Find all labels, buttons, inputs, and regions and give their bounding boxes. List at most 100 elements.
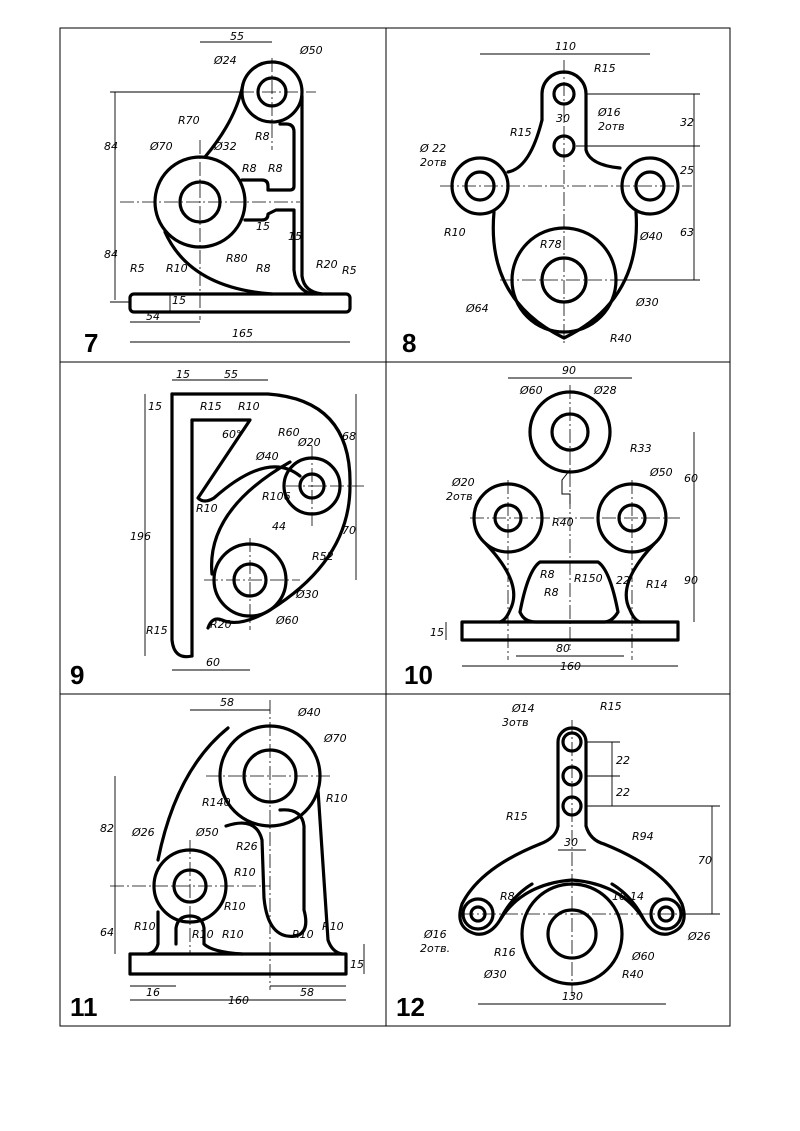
figure-12: Ø14 3отв R15 22 22 R15 30 R94 70 R8 10 1… (396, 700, 720, 1022)
dim-label: Ø40 (255, 450, 279, 463)
dim-label: R10 (222, 928, 244, 941)
dim-label: R10 (166, 262, 188, 275)
dim-label: 165 (232, 327, 253, 340)
dim-label: 84 (104, 140, 118, 153)
figure-9: 15 55 15 R15 R10 60° R60 68 Ø20 Ø40 R106… (70, 368, 364, 690)
figure-12-geometry (458, 720, 720, 1005)
dim-label: 68 (342, 430, 356, 443)
dim-label: R15 (146, 624, 168, 637)
figure-10: 90 Ø60 Ø28 R33 60 Ø50 Ø20 2отв R40 R8 R1… (404, 364, 698, 690)
dim-label: R150 (574, 572, 603, 585)
dim-label: R94 (632, 830, 654, 843)
dim-label: R10 (134, 920, 156, 933)
cell-9-frame (59, 361, 387, 695)
dim-label: R10 (196, 502, 218, 515)
figure-10-dims: 90 Ø60 Ø28 R33 60 Ø50 Ø20 2отв R40 R8 R1… (430, 364, 698, 673)
figure-11-number: 11 (70, 992, 98, 1022)
dim-label: 64 (100, 926, 114, 939)
dim-label: 15 (172, 294, 186, 307)
dim-label: R40 (552, 516, 574, 529)
figure-8-number: 8 (402, 328, 416, 358)
dim-label: 84 (104, 248, 118, 261)
dim-label: 10 (612, 890, 626, 903)
dim-label: Ø30 (483, 968, 507, 981)
dim-label: Ø16 (597, 106, 621, 119)
dim-label: Ø26 (131, 826, 155, 839)
dim-label: 54 (146, 310, 160, 323)
dim-label: 22 (616, 574, 630, 587)
figure-9-number: 9 (70, 660, 84, 690)
dim-label: Ø60 (275, 614, 299, 627)
dim-label: 196 (130, 530, 151, 543)
dim-label: R16 (494, 946, 516, 959)
dim-label: R10 (192, 928, 214, 941)
dim-label: 15 (350, 958, 364, 971)
dim-label: R78 (540, 238, 562, 251)
dim-label: 110 (555, 40, 576, 53)
dim-label: 15 (430, 626, 444, 639)
figure-8-geometry (440, 53, 700, 344)
dim-label: R8 (268, 162, 283, 175)
dim-label: 14 (630, 890, 644, 903)
dim-label: R140 (202, 796, 231, 809)
dim-label: 63 (680, 226, 694, 239)
dim-label: 44 (272, 520, 286, 533)
dim-label: 15 (288, 230, 302, 243)
figure-7-dims: 55 Ø50 Ø24 R70 R8 Ø70 Ø32 R8 R8 84 84 15… (104, 30, 357, 340)
dim-label: 160 (560, 660, 581, 673)
dim-label: 2отв (420, 156, 447, 169)
dim-label: 3отв (502, 716, 529, 729)
dim-label: R60 (278, 426, 300, 439)
dim-label: 22 (616, 786, 630, 799)
dim-label: R33 (630, 442, 652, 455)
dim-label: R10 (444, 226, 466, 239)
dim-label: Ø30 (635, 296, 659, 309)
figure-11: 58 Ø40 Ø70 R10 R140 82 Ø26 Ø50 R26 R10 R… (70, 696, 365, 1022)
dim-label: Ø16 (423, 928, 447, 941)
dim-label: 55 (230, 30, 244, 43)
dim-label: Ø50 (649, 466, 673, 479)
dim-label: Ø64 (465, 302, 489, 315)
dim-label: Ø14 (511, 702, 535, 715)
dim-label: R20 (316, 258, 338, 271)
figure-12-number: 12 (396, 992, 425, 1022)
dim-label: 60 (684, 472, 698, 485)
figure-7-number: 7 (84, 328, 98, 358)
dim-label: R15 (200, 400, 222, 413)
figure-8-dims: 110 R15 Ø16 2отв 30 32 R15 Ø 22 2отв 25 … (419, 40, 694, 345)
dim-label: R106 (262, 490, 291, 503)
figure-11-geometry (110, 700, 365, 1001)
figure-8: 110 R15 Ø16 2отв 30 32 R15 Ø 22 2отв 25 … (402, 40, 700, 358)
dim-label: R20 (210, 618, 232, 631)
cell-8-frame (385, 27, 731, 363)
dim-label: 25 (680, 164, 694, 177)
dim-label: R80 (226, 252, 248, 265)
figure-9-dims: 15 55 15 R15 R10 60° R60 68 Ø20 Ø40 R106… (130, 368, 356, 669)
figure-9-geometry (144, 379, 364, 671)
dim-label: R52 (312, 550, 334, 563)
dim-label: 60° (222, 428, 242, 441)
dim-label: R10 (224, 900, 246, 913)
figure-7: 55 Ø50 Ø24 R70 R8 Ø70 Ø32 R8 R8 84 84 15… (84, 30, 357, 358)
dim-label: R40 (610, 332, 632, 345)
dim-label: Ø60 (631, 950, 655, 963)
dim-label: R15 (600, 700, 622, 713)
dim-label: R10 (326, 792, 348, 805)
dim-label: 160 (228, 994, 249, 1007)
figure-10-geometry (445, 377, 695, 667)
dim-label: R8 (256, 262, 271, 275)
dim-label: Ø20 (451, 476, 475, 489)
dim-label: Ø24 (213, 54, 237, 67)
dim-label: R15 (506, 810, 528, 823)
dim-label: R8 (500, 890, 515, 903)
dim-label: R15 (510, 126, 532, 139)
dim-label: 30 (564, 836, 578, 849)
dim-label: R5 (130, 262, 145, 275)
dim-label: 55 (224, 368, 238, 381)
dim-label: Ø50 (299, 44, 323, 57)
dim-label: R70 (178, 114, 200, 127)
dim-label: R5 (342, 264, 357, 277)
dim-label: R8 (255, 130, 270, 143)
dim-label: R8 (540, 568, 555, 581)
